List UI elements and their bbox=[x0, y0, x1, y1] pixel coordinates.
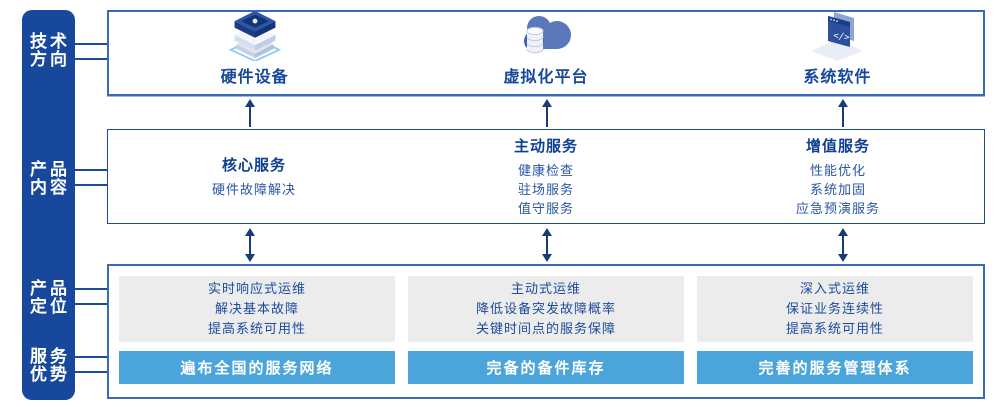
sidebar-item-product-positioning: 产品 定位 bbox=[22, 280, 75, 316]
service-item: 应急预演服务 bbox=[795, 201, 880, 216]
sidebar-item-tech-direction: 技术 方向 bbox=[22, 33, 75, 69]
tech-item-hardware: 硬件设备 bbox=[109, 9, 400, 94]
sidebar-label-line: 技术 bbox=[30, 32, 70, 51]
advantage-banner: 遍布全国的服务网络 bbox=[119, 351, 395, 384]
positioning-line: 主动式运维 bbox=[510, 281, 581, 296]
connector-line bbox=[74, 356, 108, 358]
connector-line bbox=[74, 169, 108, 171]
connector-line bbox=[74, 58, 108, 60]
positioning-line: 深入式运维 bbox=[799, 281, 870, 296]
double-arrow bbox=[541, 228, 553, 262]
tech-item-virtualization: 虚拟化平台 bbox=[400, 12, 691, 94]
service-column-title: 核心服务 bbox=[221, 157, 286, 174]
positioning-panel: 实时响应式运维 解决基本故障 提高系统可用性 bbox=[119, 276, 395, 342]
service-item: 健康检查 bbox=[517, 163, 574, 178]
up-arrow bbox=[244, 99, 256, 127]
tech-item-label: 硬件设备 bbox=[220, 69, 289, 86]
connector-line bbox=[74, 371, 108, 373]
sidebar-label-line: 内容 bbox=[30, 178, 70, 197]
sidebar: 技术 方向 产品 内容 产品 定位 服务 优势 bbox=[22, 10, 75, 400]
positioning-panel: 主动式运维 降低设备突发故障概率 关键时间点的服务保障 bbox=[408, 276, 684, 342]
service-column-title: 增值服务 bbox=[805, 138, 870, 155]
service-item: 系统加固 bbox=[809, 182, 866, 197]
connector-line bbox=[74, 288, 108, 290]
up-arrow bbox=[541, 99, 553, 127]
sidebar-label-line: 产品 bbox=[30, 279, 70, 298]
double-arrow bbox=[244, 228, 256, 262]
tech-direction-box: 硬件设备 虚拟化平台 bbox=[107, 10, 985, 96]
up-arrow bbox=[837, 99, 849, 127]
positioning-panel: 深入式运维 保证业务连续性 提高系统可用性 bbox=[697, 276, 973, 342]
sidebar-item-service-advantage: 服务 优势 bbox=[22, 348, 75, 384]
advantage-banner: 完善的服务管理体系 bbox=[697, 351, 973, 384]
service-column-value-added: 增值服务 性能优化 系统加固 应急预演服务 bbox=[692, 130, 984, 223]
positioning-line: 实时响应式运维 bbox=[207, 281, 306, 296]
sidebar-label-line: 方向 bbox=[30, 50, 70, 69]
server-stack-icon bbox=[226, 9, 284, 61]
sidebar-label-line: 服务 bbox=[30, 347, 70, 366]
positioning-line: 关键时间点的服务保障 bbox=[475, 321, 616, 336]
service-column-title: 主动服务 bbox=[513, 138, 578, 155]
connector-line bbox=[74, 43, 108, 45]
positioning-line: 保证业务连续性 bbox=[785, 301, 884, 316]
positioning-line: 降低设备突发故障概率 bbox=[475, 301, 616, 316]
product-content-box: 核心服务 硬件故障解决 主动服务 健康检查 驻场服务 值守服务 增值服务 性能优… bbox=[107, 129, 985, 224]
sidebar-label-line: 定位 bbox=[30, 297, 70, 316]
cloud-database-icon bbox=[515, 11, 577, 61]
service-item: 值守服务 bbox=[517, 201, 574, 216]
service-item: 驻场服务 bbox=[517, 182, 574, 197]
connector-line bbox=[74, 303, 108, 305]
positioning-column-proactive: 主动式运维 降低设备突发故障概率 关键时间点的服务保障 完备的备件库存 bbox=[408, 276, 684, 384]
positioning-line: 提高系统可用性 bbox=[785, 321, 884, 336]
positioning-line: 解决基本故障 bbox=[214, 301, 299, 316]
double-arrow bbox=[837, 228, 849, 262]
code-window-icon: </> bbox=[807, 7, 867, 61]
positioning-advantage-box: 实时响应式运维 解决基本故障 提高系统可用性 遍布全国的服务网络 主动式运维 降… bbox=[107, 264, 985, 399]
tech-item-label: 虚拟化平台 bbox=[503, 69, 589, 86]
service-item: 性能优化 bbox=[809, 163, 866, 178]
tech-item-system-software: </> 系统软件 bbox=[692, 12, 983, 94]
sidebar-label-line: 优势 bbox=[30, 365, 70, 384]
service-column-core: 核心服务 硬件故障解决 bbox=[108, 130, 400, 223]
sidebar-label-line: 产品 bbox=[30, 160, 70, 179]
advantage-banner: 完备的备件库存 bbox=[408, 351, 684, 384]
connector-line bbox=[74, 184, 108, 186]
positioning-column-realtime: 实时响应式运维 解决基本故障 提高系统可用性 遍布全国的服务网络 bbox=[119, 276, 395, 384]
service-item: 硬件故障解决 bbox=[211, 182, 296, 197]
tech-item-label: 系统软件 bbox=[803, 69, 872, 86]
positioning-column-deep: 深入式运维 保证业务连续性 提高系统可用性 完善的服务管理体系 bbox=[697, 276, 973, 384]
service-column-proactive: 主动服务 健康检查 驻场服务 值守服务 bbox=[400, 130, 692, 223]
positioning-line: 提高系统可用性 bbox=[207, 321, 306, 336]
svg-text:</>: </> bbox=[833, 31, 851, 43]
sidebar-item-product-content: 产品 内容 bbox=[22, 161, 75, 197]
